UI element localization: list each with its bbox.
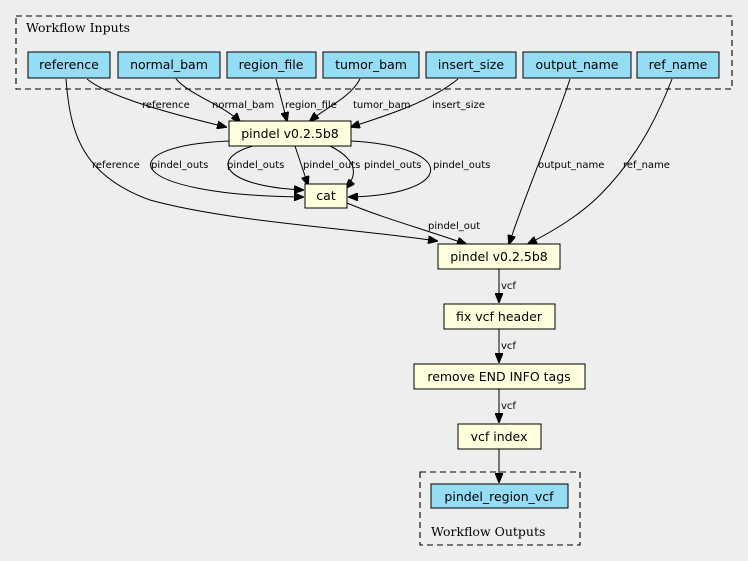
step-label-fix-vcf-header: fix vcf header xyxy=(456,309,543,324)
edge-label-pindel-outs-5: pindel_outs xyxy=(433,160,490,171)
edge-normal-bam-to-pindel xyxy=(175,78,240,122)
edge-label-pindel-outs-2: pindel_outs xyxy=(227,160,284,171)
step-node-pindel-run[interactable]: pindel v0.2.5b8 xyxy=(228,120,352,147)
edge-label-pindel-outs-1: pindel_outs xyxy=(151,160,208,171)
input-label-normal-bam: normal_bam xyxy=(130,57,208,72)
step-label-vcf-index: vcf index xyxy=(471,429,528,444)
input-label-tumor-bam: tumor_bam xyxy=(335,57,407,72)
edge-pindel-outs-4 xyxy=(329,145,353,188)
workflow-inputs-title: Workflow Inputs xyxy=(26,20,130,35)
input-label-insert-size: insert_size xyxy=(438,57,504,72)
edge-pindel-outs-5 xyxy=(349,140,431,197)
workflow-inputs-cluster: Workflow Inputs xyxy=(15,15,733,90)
input-node-reference[interactable]: reference xyxy=(27,51,111,79)
input-label-output-name: output_name xyxy=(536,57,619,72)
edge-label-region-file: region_file xyxy=(285,100,337,111)
edge-output-name-to-pindel-vcf xyxy=(509,78,571,244)
edge-labels: reference normal_bam region_file tumor_b… xyxy=(92,100,670,412)
step-node-fix-vcf-header[interactable]: fix vcf header xyxy=(443,303,556,330)
edge-pindel-outs-2 xyxy=(227,145,303,190)
edge-label-reference-2: reference xyxy=(92,160,140,171)
step-label-pindel-vcf: pindel v0.2.5b8 xyxy=(450,249,548,264)
edge-label-normal-bam: normal_bam xyxy=(212,100,274,111)
step-node-remove-end-info-tags[interactable]: remove END INFO tags xyxy=(413,363,586,390)
edge-label-pindel-outs-3: pindel_outs xyxy=(303,160,360,171)
output-label-pindel-region-vcf: pindel_region_vcf xyxy=(444,489,554,504)
step-node-pindel-vcf[interactable]: pindel v0.2.5b8 xyxy=(437,243,561,270)
edge-label-vcf-3: vcf xyxy=(501,401,516,412)
output-node-pindel-region-vcf[interactable]: pindel_region_vcf xyxy=(430,483,569,509)
edge-label-vcf-2: vcf xyxy=(501,341,516,352)
input-label-reference: reference xyxy=(39,57,99,72)
input-label-ref-name: ref_name xyxy=(649,57,708,72)
workflow-outputs-cluster: Workflow Outputs xyxy=(419,471,581,546)
edge-ref-name-to-pindel-vcf xyxy=(528,78,673,244)
input-node-region-file[interactable]: region_file xyxy=(226,51,317,79)
edge-label-reference: reference xyxy=(142,100,190,111)
input-label-region-file: region_file xyxy=(239,57,304,72)
input-node-insert-size[interactable]: insert_size xyxy=(425,51,517,79)
input-node-normal-bam[interactable]: normal_bam xyxy=(117,51,221,79)
edge-label-insert-size: insert_size xyxy=(432,100,485,111)
edge-label-tumor-bam: tumor_bam xyxy=(353,100,410,111)
workflow-outputs-title: Workflow Outputs xyxy=(431,524,545,539)
edge-reference-to-pindel-vcf xyxy=(65,78,437,241)
edge-region-file-to-pindel xyxy=(275,78,287,121)
edge-reference-to-pindel xyxy=(86,78,226,127)
edge-label-vcf-1: vcf xyxy=(501,281,516,292)
input-node-tumor-bam[interactable]: tumor_bam xyxy=(322,51,420,79)
edge-label-ref-name: ref_name xyxy=(623,160,670,171)
input-node-output-name[interactable]: output_name xyxy=(522,51,632,79)
edge-tumor-bam-to-pindel xyxy=(310,78,361,121)
edges xyxy=(65,78,673,482)
edge-label-pindel-outs-4: pindel_outs xyxy=(364,160,421,171)
step-nodes: pindel v0.2.5b8 cat pindel v0.2.5b8 fix … xyxy=(228,120,586,450)
step-label-remove-end-info-tags: remove END INFO tags xyxy=(427,369,570,384)
edge-label-pindel-out: pindel_out xyxy=(428,221,480,232)
input-node-ref-name[interactable]: ref_name xyxy=(636,51,720,79)
edge-insert-size-to-pindel xyxy=(351,78,459,127)
edge-pindel-outs-1 xyxy=(150,140,303,197)
input-nodes: reference normal_bam region_file tumor_b… xyxy=(27,51,720,79)
step-label-pindel-run: pindel v0.2.5b8 xyxy=(241,126,339,141)
edge-cat-to-pindel-vcf xyxy=(346,202,466,244)
step-node-cat[interactable]: cat xyxy=(304,183,348,209)
edge-label-output-name: output_name xyxy=(538,160,604,171)
step-node-vcf-index[interactable]: vcf index xyxy=(457,423,542,450)
step-label-cat: cat xyxy=(316,188,336,203)
edge-pindel-outs-3 xyxy=(294,145,308,185)
